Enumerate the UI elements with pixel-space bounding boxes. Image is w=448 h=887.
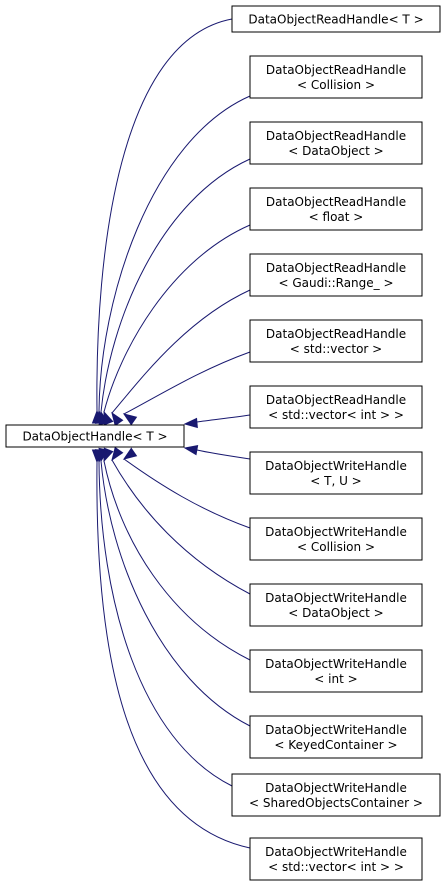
inheritance-edge xyxy=(98,95,251,412)
derived-class-box xyxy=(249,253,423,297)
derived-class-box xyxy=(249,451,423,495)
inheritance-arrowhead xyxy=(122,413,138,426)
base-class-node-dataobjecthandle[interactable]: DataObjectHandle< T > xyxy=(5,424,185,448)
derived-class-label: DataObjectWriteHandle xyxy=(265,591,407,605)
derived-class-label: < float > xyxy=(309,210,364,224)
derived-class-label: < Collision > xyxy=(297,540,375,554)
derived-class-box xyxy=(249,319,423,363)
derived-class-label: < DataObject > xyxy=(288,606,383,620)
inheritance-edge xyxy=(123,351,251,415)
derived-class-box xyxy=(249,55,423,99)
derived-class-node[interactable]: DataObjectReadHandle< T > xyxy=(231,5,441,33)
derived-class-label: DataObjectReadHandle xyxy=(266,63,406,77)
derived-class-node[interactable]: DataObjectReadHandle< std::vector< int >… xyxy=(249,385,423,429)
derived-class-node[interactable]: DataObjectReadHandle< Gaudi::Range_ > xyxy=(249,253,423,297)
derived-class-label: < int > xyxy=(314,672,357,686)
derived-class-label: DataObjectWriteHandle xyxy=(265,657,407,671)
derived-class-box xyxy=(249,583,423,627)
derived-class-label: DataObjectReadHandle xyxy=(266,129,406,143)
derived-class-box xyxy=(249,649,423,693)
derived-class-node[interactable]: DataObjectWriteHandle< SharedObjectsCont… xyxy=(231,773,441,817)
inheritance-edge xyxy=(196,449,251,460)
derived-class-label: DataObjectReadHandle< T > xyxy=(248,13,423,27)
inheritance-arrowhead xyxy=(91,449,103,464)
derived-class-label: < std::vector > xyxy=(290,342,382,356)
inheritance-edge xyxy=(103,460,251,661)
inheritance-edge xyxy=(196,414,251,423)
inheritance-edge xyxy=(123,458,251,529)
derived-class-box xyxy=(249,837,423,881)
derived-class-label: DataObjectWriteHandle xyxy=(265,723,407,737)
derived-class-node[interactable]: DataObjectWriteHandle< int > xyxy=(249,649,423,693)
derived-class-node[interactable]: DataObjectReadHandle< DataObject > xyxy=(249,121,423,165)
derived-class-node[interactable]: DataObjectReadHandle< std::vector > xyxy=(249,319,423,363)
inheritance-edge xyxy=(111,459,251,595)
derived-class-box xyxy=(231,773,441,817)
derived-class-nodes: DataObjectReadHandle< T > DataObjectReadH… xyxy=(231,5,441,881)
inheritance-arrowhead xyxy=(111,446,124,462)
derived-class-box xyxy=(249,187,423,231)
derived-class-box xyxy=(249,517,423,561)
derived-class-box xyxy=(249,715,423,759)
inheritance-edge xyxy=(100,158,251,413)
derived-class-label: < Gaudi::Range_ > xyxy=(278,276,393,290)
inheritance-edge xyxy=(111,289,251,414)
derived-class-box xyxy=(249,385,423,429)
derived-class-label: DataObjectReadHandle xyxy=(266,393,406,407)
inheritance-arrowhead xyxy=(111,411,124,427)
derived-class-box xyxy=(231,5,441,33)
inheritance-edge xyxy=(96,18,233,412)
derived-class-label: DataObjectWriteHandle xyxy=(265,459,407,473)
derived-class-node[interactable]: DataObjectWriteHandle< T, U > xyxy=(249,451,423,495)
derived-class-label: DataObjectReadHandle xyxy=(266,261,406,275)
derived-class-box xyxy=(249,121,423,165)
derived-class-label: < std::vector< int > > xyxy=(268,408,404,422)
base-class-box xyxy=(5,424,185,448)
inheritance-arrowhead xyxy=(122,447,138,460)
derived-class-node[interactable]: DataObjectReadHandle< float > xyxy=(249,187,423,231)
derived-class-label: < DataObject > xyxy=(288,144,383,158)
derived-class-node[interactable]: DataObjectWriteHandle< KeyedContainer > xyxy=(249,715,423,759)
inheritance-edge xyxy=(103,224,251,413)
derived-class-label: DataObjectWriteHandle xyxy=(265,525,407,539)
inheritance-edge xyxy=(96,461,251,849)
inheritance-arrowhead xyxy=(103,410,114,426)
derived-class-label: < T, U > xyxy=(310,474,361,488)
derived-class-label: DataObjectWriteHandle xyxy=(265,845,407,859)
derived-class-label: DataObjectReadHandle xyxy=(266,327,406,341)
derived-class-label: DataObjectWriteHandle xyxy=(265,781,407,795)
base-class-label: DataObjectHandle< T > xyxy=(22,430,167,444)
inheritance-arrowhead xyxy=(183,445,199,456)
derived-class-label: DataObjectReadHandle xyxy=(266,195,406,209)
inheritance-arrowhead xyxy=(183,417,198,429)
inheritance-edge xyxy=(100,460,251,727)
derived-class-label: < Collision > xyxy=(297,78,375,92)
derived-class-label: < KeyedContainer > xyxy=(274,738,397,752)
inheritance-edges xyxy=(91,18,251,849)
derived-class-label: < std::vector< int > > xyxy=(268,860,404,874)
derived-class-node[interactable]: DataObjectWriteHandle< Collision > xyxy=(249,517,423,561)
derived-class-node[interactable]: DataObjectWriteHandle< std::vector< int … xyxy=(249,837,423,881)
derived-class-label: < SharedObjectsContainer > xyxy=(249,796,423,810)
derived-class-node[interactable]: DataObjectReadHandle< Collision > xyxy=(249,55,423,99)
derived-class-node[interactable]: DataObjectWriteHandle< DataObject > xyxy=(249,583,423,627)
inheritance-edge xyxy=(98,461,233,787)
